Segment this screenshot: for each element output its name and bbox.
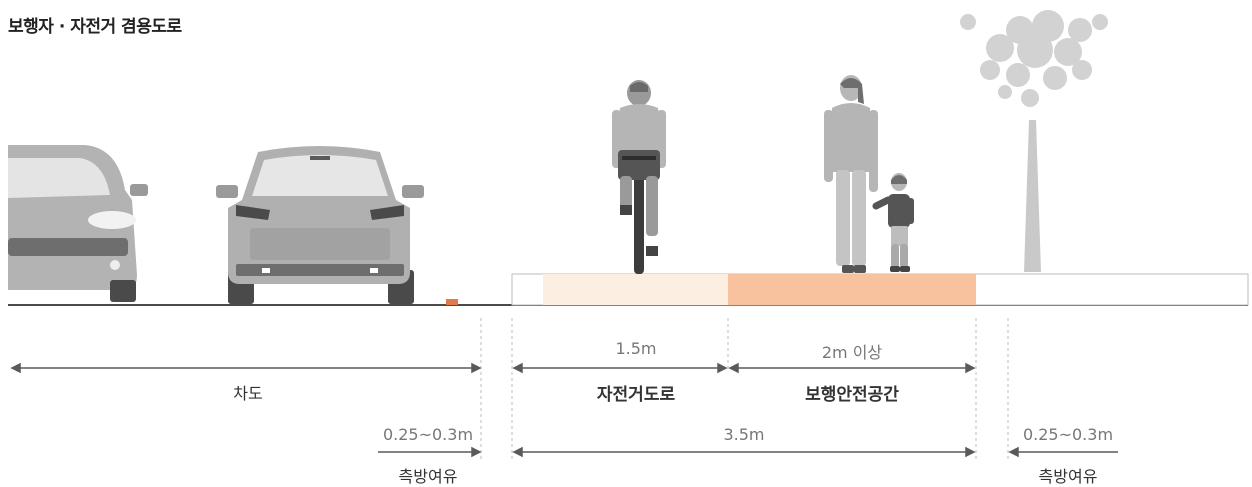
right-margin-label: 측방여유 <box>1038 467 1098 486</box>
total-width-label: 3.5m <box>723 425 765 444</box>
car-right-illustration <box>216 146 424 304</box>
left-margin-width-label: 0.25~0.3m <box>382 425 474 444</box>
diagram-title: 보행자 · 자전거 겸용도로 <box>8 17 182 37</box>
bike-lane-label: 자전거도로 <box>596 385 676 405</box>
pedestrian-zone-label: 보행안전공간 <box>805 385 899 405</box>
bike-lane-zone <box>543 274 728 305</box>
guide-lines <box>480 318 1009 460</box>
dimension-arrows <box>10 362 1118 458</box>
cyclist-illustration <box>612 80 666 274</box>
bike-lane-width-label: 1.5m <box>615 339 657 358</box>
adult-pedestrian-illustration <box>824 75 878 273</box>
pedestrian-zone-width-label: 2m 이상 <box>821 343 883 362</box>
curb-marker <box>446 299 458 305</box>
car-left-illustration <box>8 145 148 302</box>
pedestrian-zone <box>728 274 976 305</box>
left-margin-label: 측방여유 <box>398 467 458 486</box>
child-pedestrian-illustration <box>872 173 914 272</box>
right-margin-width-label: 0.25~0.3m <box>1022 425 1114 444</box>
roadway-label: 차도 <box>233 384 263 403</box>
tree-illustration <box>960 10 1108 272</box>
